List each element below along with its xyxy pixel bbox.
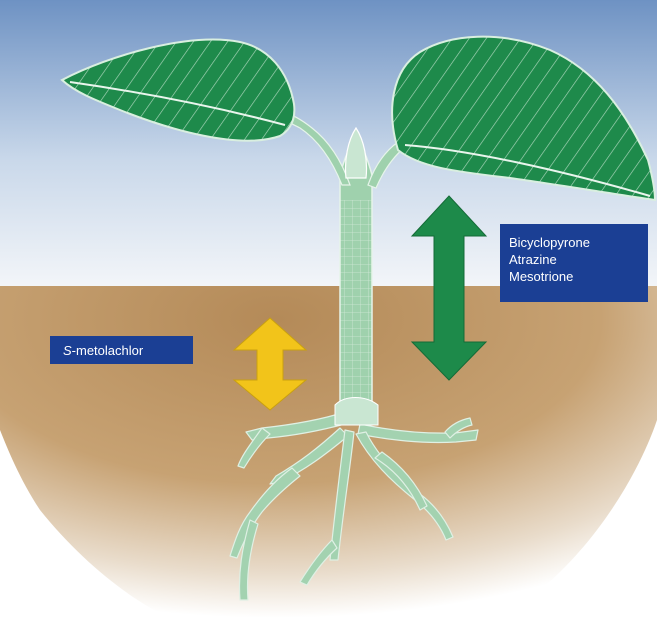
herbicide-mesotrione: Mesotrione xyxy=(509,268,648,285)
s-metolachlor-label: S-metolachlor xyxy=(50,336,193,364)
herbicide-atrazine: Atrazine xyxy=(509,251,648,268)
s-metolachlor-prefix: S xyxy=(63,343,72,358)
s-metolachlor-suffix: -metolachlor xyxy=(72,343,144,358)
herbicide-group-label: Bicyclopyrone Atrazine Mesotrione xyxy=(500,224,648,302)
herbicide-bicyclopyrone: Bicyclopyrone xyxy=(509,234,648,251)
